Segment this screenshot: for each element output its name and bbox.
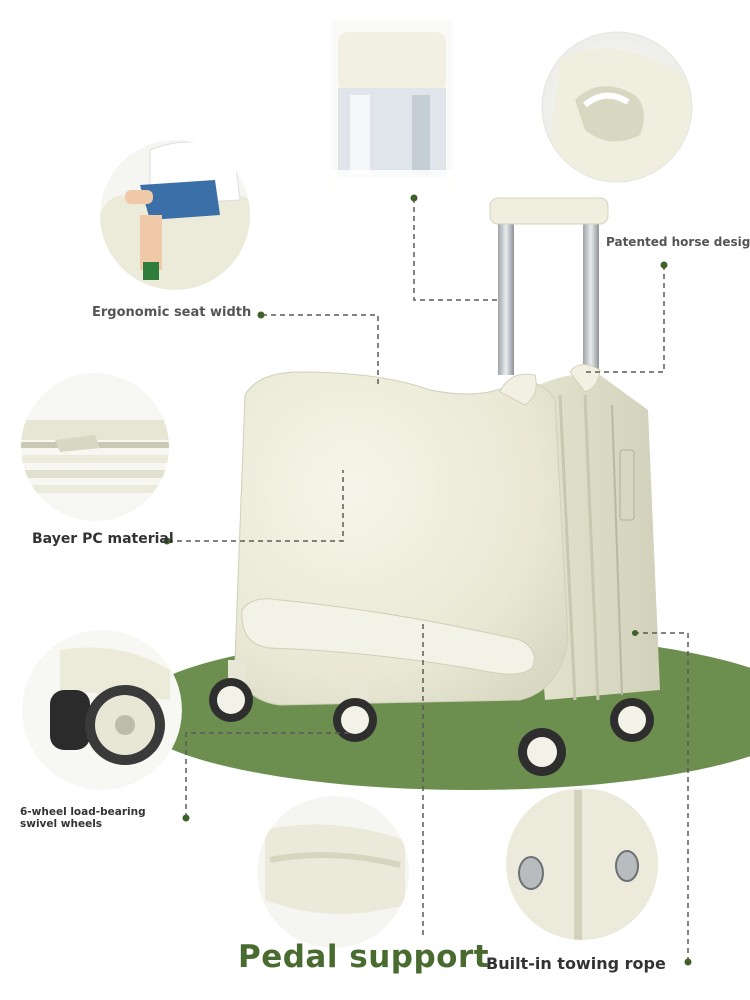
handle-closeup-image [332, 20, 452, 190]
label-horse-design: Patented horse design [606, 235, 750, 249]
label-bayer-pc: Bayer PC material [32, 531, 174, 547]
trolley-handle [489, 197, 609, 375]
horse-ear-closeup-image [542, 32, 692, 182]
child-sitting-image [100, 140, 250, 290]
shell-detail-closeup-image [21, 373, 169, 521]
pedal-closeup-image [257, 796, 409, 948]
leader-dots [163, 194, 692, 966]
label-wheels-line1: 6-wheel load-bearing [20, 806, 146, 818]
tow-hook-closeup-image [506, 788, 658, 940]
label-pedal-support: Pedal support [238, 939, 490, 975]
label-ergonomic-seat: Ergonomic seat width [92, 305, 252, 320]
horse-ear-left [499, 373, 537, 406]
front-pedal [241, 598, 535, 675]
label-towing-rope: Built-in towing rope [486, 954, 666, 973]
label-wheels-line2: swivel wheels [20, 818, 103, 830]
horse-ear-right [569, 364, 601, 393]
wheels [209, 660, 654, 776]
label-wheels: 6-wheel load-bearing swivel wheels [20, 806, 146, 830]
wheel-closeup-image [22, 630, 182, 790]
leader-lines [168, 198, 689, 962]
